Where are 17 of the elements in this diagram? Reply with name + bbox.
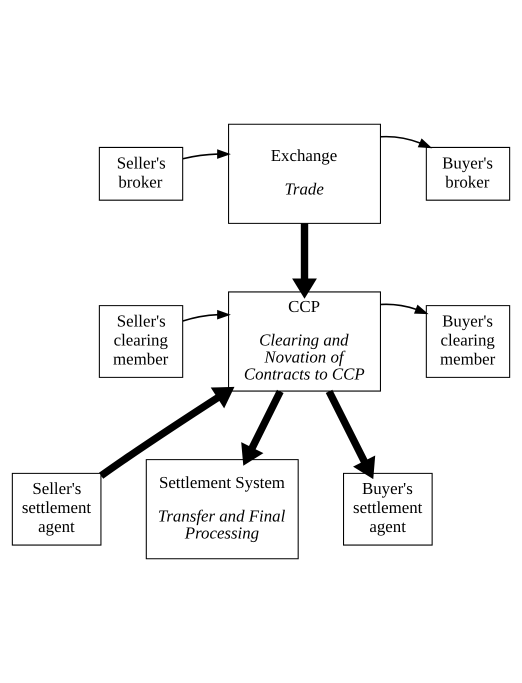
node-box: Seller's clearing member xyxy=(98,305,184,378)
node-box: Settlement System Transfer and Final Processing xyxy=(146,459,299,560)
arrow xyxy=(292,224,317,299)
node-box: Buyer's settlement agent xyxy=(343,472,433,546)
node-box: Seller's broker xyxy=(98,146,184,201)
arrow xyxy=(98,386,234,479)
arrow xyxy=(380,136,432,148)
arrow xyxy=(326,390,376,480)
arrow xyxy=(182,149,231,160)
arrow xyxy=(380,304,429,314)
node-box: CCP Clearing and Novation of Contracts to CCP xyxy=(228,291,381,392)
node-box: Exchange Trade xyxy=(228,124,381,224)
node-box: Seller's settlement agent xyxy=(12,472,102,546)
arrow xyxy=(182,310,231,322)
node-box: Buyer's broker xyxy=(426,146,510,201)
arrow xyxy=(241,390,284,466)
node-box: Buyer's clearing member xyxy=(426,305,510,378)
